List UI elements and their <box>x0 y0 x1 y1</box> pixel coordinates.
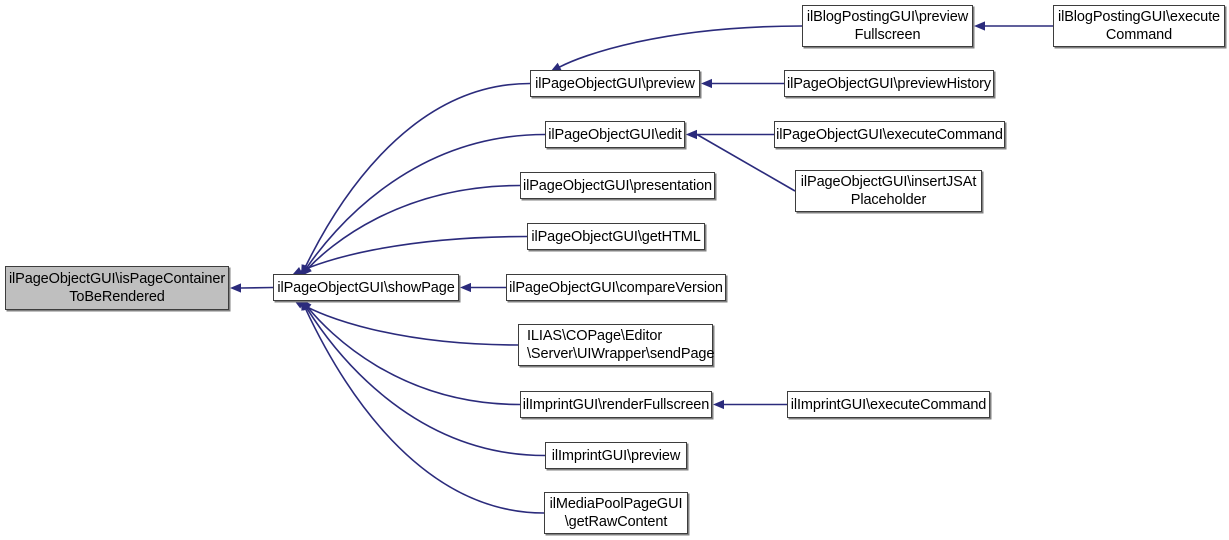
edge-preview-to-showPage <box>301 82 531 276</box>
edge-compareVersion-to-showPage <box>460 282 506 293</box>
graph-node-previewHistory[interactable]: ilPageObjectGUI\previewHistory <box>784 70 994 97</box>
graph-node-imprintPreview[interactable]: ilImprintGUI\preview <box>545 442 687 469</box>
edge-imprintPreview-to-showPage <box>301 299 546 457</box>
graph-node-showPage[interactable]: ilPageObjectGUI\showPage <box>273 274 459 301</box>
graph-node-edit[interactable]: ilPageObjectGUI\edit <box>545 121 685 148</box>
edge-presentation-to-showPage <box>301 184 521 276</box>
graph-node-executeCommandBlog[interactable]: ilBlogPostingGUI\execute Command <box>1053 5 1225 47</box>
graph-node-executeCommandImprint[interactable]: ilImprintGUI\executeCommand <box>787 391 990 418</box>
edge-previewFullscreen-to-preview <box>550 25 803 72</box>
edge-getRawContent-to-showPage <box>301 299 545 514</box>
graph-node-insertJSAtPlaceholder[interactable]: ilPageObjectGUI\insertJSAt Placeholder <box>795 170 982 212</box>
graph-node-getHTML[interactable]: ilPageObjectGUI\getHTML <box>527 223 705 250</box>
edge-sendPage-to-showPage <box>293 299 519 346</box>
graph-node-previewFullscreen[interactable]: ilBlogPostingGUI\preview Fullscreen <box>802 5 973 47</box>
edge-executeCommandImprint-to-renderFullscreen <box>713 399 787 410</box>
edge-edit-to-showPage <box>301 133 546 276</box>
graph-node-compareVersion[interactable]: ilPageObjectGUI\compareVersion <box>506 274 726 301</box>
graph-node-renderFullscreen[interactable]: ilImprintGUI\renderFullscreen <box>520 391 712 418</box>
edge-executeCommandBlog-to-previewFullscreen <box>974 21 1053 31</box>
edge-previewHistory-to-preview <box>701 78 784 89</box>
edge-renderFullscreen-to-showPage <box>301 299 521 406</box>
edge-executeCommandPage-to-edit <box>686 129 774 140</box>
graph-node-presentation[interactable]: ilPageObjectGUI\presentation <box>520 172 715 199</box>
edge-showPage-to-isPageContainerToBeRendered <box>230 283 274 293</box>
graph-node-sendPage[interactable]: ILIAS\COPage\Editor \Server\UIWrapper\se… <box>518 324 714 366</box>
graph-node-getRawContent[interactable]: ilMediaPoolPageGUI \getRawContent <box>544 492 688 534</box>
graph-node-preview[interactable]: ilPageObjectGUI\preview <box>530 70 700 97</box>
graph-node-isPageContainerToBeRendered[interactable]: ilPageObjectGUI\isPageContainer ToBeRend… <box>5 266 229 310</box>
graph-node-executeCommandPage[interactable]: ilPageObjectGUI\executeCommand <box>774 121 1005 148</box>
edge-getHTML-to-showPage <box>291 235 528 276</box>
